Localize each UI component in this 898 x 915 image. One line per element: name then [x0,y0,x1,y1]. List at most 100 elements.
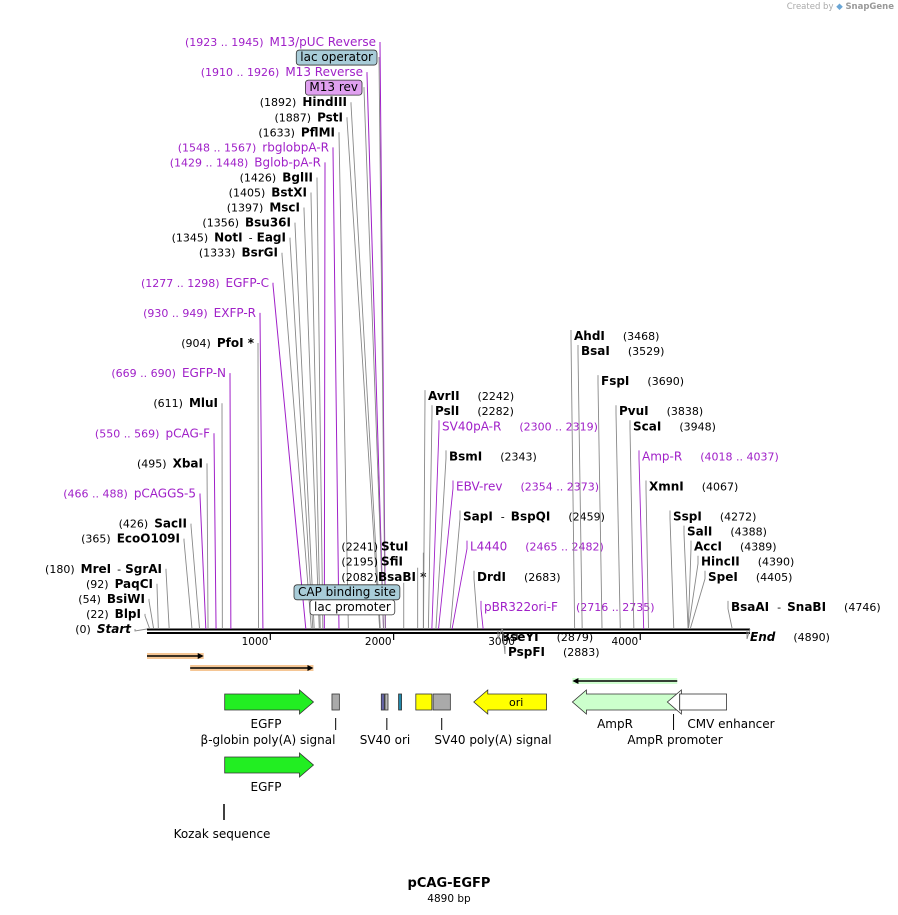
site-position: (1333) [199,247,236,260]
site-label: BsiWI [107,592,145,606]
site-position: (3690) [647,375,684,388]
site-position: (611) [153,397,183,410]
site-position: (2282) [477,405,514,418]
primer-label: Amp-R [642,449,682,463]
feature-box [384,693,389,711]
feature-label-egfp-2: EGFP [250,780,281,794]
site-position: (3838) [667,405,704,418]
site-leader [629,420,635,630]
site-label: PfoI * [217,336,255,350]
site-label: PstI [317,110,343,124]
site-label: FspI [601,374,629,388]
primer-leader [323,162,326,630]
site-leader [645,480,649,630]
feature-box-label: CAP binding site [298,585,396,599]
site-position: (426) [119,518,149,531]
site-leader [687,555,699,630]
primer-label: L4440 [470,540,507,554]
site-label: MluI [189,396,218,410]
primer-leader [213,433,217,630]
site-label: HincII [701,555,740,569]
primer-leader [199,493,207,630]
site-leader [570,329,576,630]
primer-label: Bglob-pA-R [254,155,321,169]
primer-leader [379,42,386,630]
plasmid-length: 4890 bp [427,893,471,905]
feature-box [398,693,402,711]
site-position: (92) [86,578,109,591]
primer-range: (2716 .. 2735) [576,601,655,614]
site-dash: - [117,563,121,576]
site-position: (1633) [258,126,295,139]
site-leader [615,405,621,630]
site-label: AhdI [574,329,605,343]
feature-label-cmv-enhancer: CMV enhancer [687,717,774,731]
feature-leader [363,87,384,630]
site-dash: - [501,511,505,524]
site-position: (2459) [568,511,605,524]
ruler-tick-label: 3000 [488,636,515,648]
site-label: BsmI [449,449,482,463]
primer-leader [229,373,232,630]
feature-box [295,49,378,66]
site-leader [281,252,312,630]
site-label: End [750,630,776,644]
site-leader [316,177,324,630]
feature-box [432,693,451,711]
site-label: PflMI [301,125,335,139]
site-position: (1356) [202,217,239,230]
site-leader [206,463,209,630]
site-position: (365) [81,533,111,546]
site-leader [687,540,692,630]
site-position: (2683) [524,571,561,584]
primer-range: (2300 .. 2319) [519,420,598,433]
site-label: SspI [673,510,702,524]
site-position: (495) [137,457,167,470]
site-label: EcoO109I [117,532,180,546]
site-label: HindIII [302,95,347,109]
site-label: MscI [269,201,300,215]
site-position: (1887) [274,111,311,124]
credit-brand: SnapGene [845,2,894,12]
site-leader [165,568,170,630]
primer-range: (930 .. 949) [143,307,208,320]
primer-range: (2354 .. 2373) [520,480,599,493]
site-leader [497,628,503,640]
feature-box [679,693,727,711]
site-label: SfiI [381,555,403,569]
orf-arrowhead [197,653,204,659]
site-label: SapI [463,510,493,524]
feature-box [415,693,433,711]
primer-leader [332,147,340,630]
feature-arrow [224,752,315,778]
site-label: AvrII [428,389,460,403]
primer-label: EBV-rev [456,479,502,493]
site-position: (2195) [341,556,378,569]
site-label: PaqCI [115,577,153,591]
site-label: Bsu36I [245,216,291,230]
site-dash: - [777,601,781,614]
feature-label-ampr-promoter: AmpR promoter [627,733,722,747]
feature-label-ampr: AmpR [597,717,633,731]
primer-range: (550 .. 569) [95,427,160,440]
site-position: (2082) [341,571,378,584]
site-label: BglII [282,170,313,184]
feature-arrow [224,689,315,715]
site-label: BsaBI * [378,570,427,584]
site-leader [148,598,155,630]
site-position: (180) [45,563,75,576]
primer-leader [638,450,645,630]
site-leader [346,117,381,630]
site-label: AccI [694,540,722,554]
site-position: (4390) [758,556,795,569]
feature-label-kozak: Kozak sequence [174,827,271,841]
site-label: BsrGI [241,246,278,260]
primer-leader [259,312,264,630]
site-label: SgrAI [125,562,162,576]
site-label: BlpI [115,607,141,621]
site-label: PvuI [619,404,649,418]
site-label: PslI [435,404,459,418]
site-label: DrdI [477,570,506,584]
site-position: (904) [181,337,211,350]
